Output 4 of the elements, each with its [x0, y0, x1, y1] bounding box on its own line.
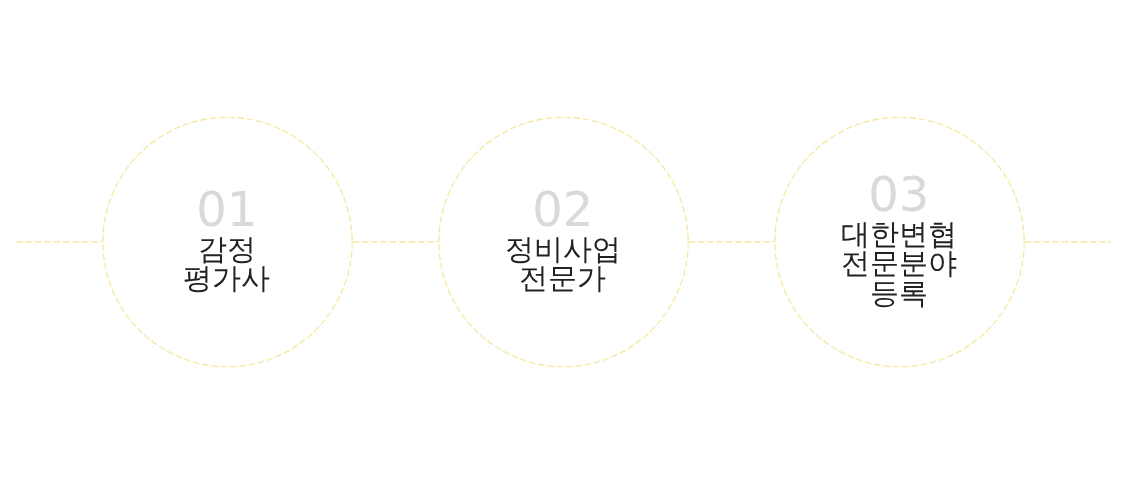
connector: [1023, 241, 1112, 243]
connector: [687, 241, 776, 243]
connector: [351, 241, 440, 243]
connector: [15, 241, 104, 243]
